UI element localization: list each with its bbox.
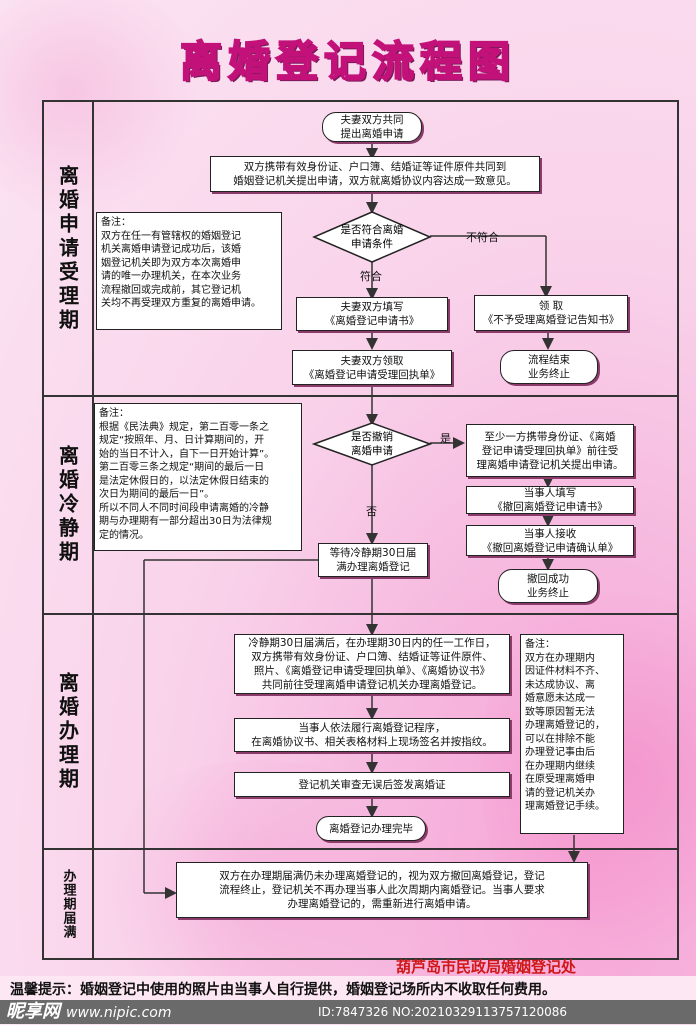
expiry-step: 双方在办理期届满仍未办理离婚登记的，视为双方撤回离婚登记，登记 流程终止，登记机… bbox=[176, 862, 588, 918]
wait-cooling-period-step: 等待冷静期30日届 满办理离婚登记 bbox=[318, 543, 428, 577]
phase-label-expiry: 办理期届满 bbox=[60, 869, 76, 939]
watermark-url: www.nipic.com bbox=[66, 1005, 172, 1021]
start-node: 夫妻双方共同 提出离婚申请 bbox=[322, 112, 422, 142]
note-cooling-period: 备注： 根据《民法典》规定，第二百零一条之 规定“按照年、月、日计算期间的，开 … bbox=[94, 403, 302, 551]
eligibility-decision bbox=[312, 211, 432, 263]
withdraw-decision-label: 是否撤销 离婚申请 bbox=[351, 431, 393, 457]
issue-certificate-step: 登记机关审查无误后签发离婚证 bbox=[234, 772, 510, 797]
organization-name: 葫芦岛市民政局婚姻登记处 bbox=[396, 958, 577, 976]
legal-procedure-step: 当事人依法履行离婚登记程序， 在离婚协议书、相关表格材料上现场签名并按指纹。 bbox=[234, 718, 510, 752]
note-handling-period: 备注： 双方在办理期内 因证件材料不齐、 未达成协议、离 婚意愿未达成一 致等原… bbox=[520, 634, 624, 834]
withdraw-confirm-step: 当事人接收 《撤回离婚登记申请确认单》 bbox=[466, 525, 634, 556]
withdraw-application-step: 至少一方携带身份证、《离婚 登记申请受理回执单》前往受 理离婚申请登记机关提出申… bbox=[466, 424, 634, 477]
watermark-logo: 昵享网 bbox=[6, 1001, 60, 1022]
flow-frame bbox=[42, 100, 679, 960]
handle-registration-step: 冷静期30日届满后，在办理期30日内的任一工作日， 双方携带有效身份证、户口簿、… bbox=[234, 634, 510, 694]
watermark-bar: 昵享网 www.nipic.com ID:7847326 NO:202103291… bbox=[0, 1000, 696, 1024]
phase-separator bbox=[42, 848, 679, 850]
submit-application-step: 双方携带有效身份证、户口簿、结婚证等证件原件共同到 婚姻登记机关提出申请，双方就… bbox=[210, 156, 540, 192]
withdraw-decision bbox=[312, 422, 432, 466]
registration-complete-node: 离婚登记办理完毕 bbox=[316, 816, 426, 841]
match-label: 符合 bbox=[360, 270, 382, 283]
no-label: 否 bbox=[366, 505, 377, 518]
no-match-label: 不符合 bbox=[466, 231, 499, 244]
phase-label-cooling: 离婚冷静期 bbox=[55, 445, 80, 565]
receive-rejection-notice-step: 领 取 《不予受理离婚登记告知书》 bbox=[474, 295, 628, 331]
eligibility-decision-label: 是否符合离婚 申请条件 bbox=[340, 224, 404, 250]
process-end-node: 流程结束 业务终止 bbox=[500, 350, 598, 384]
page-title: 离婚登记流程图 bbox=[179, 36, 516, 87]
phase-separator bbox=[42, 613, 679, 615]
warm-tip: 温馨提示：婚姻登记中使用的照片由当事人自行提供，婚姻登记场所内不收取任何费用。 bbox=[0, 976, 696, 1004]
receive-receipt-step: 夫妻双方领取 《离婚登记申请受理回执单》 bbox=[292, 350, 452, 385]
note-application: 备注： 双方在任一有管辖权的婚姻登记 机关离婚申请登记成功后，该婚 姻登记机关即… bbox=[96, 212, 282, 330]
phase-divider bbox=[92, 100, 94, 960]
fill-application-form-step: 夫妻双方填写 《离婚登记申请书》 bbox=[296, 297, 448, 331]
yes-label: 是 bbox=[440, 432, 451, 445]
phase-label-handling: 离婚办理期 bbox=[55, 671, 80, 792]
phase-label-application: 离婚申请受理期 bbox=[55, 164, 80, 333]
withdraw-success-node: 撤回成功 业务终止 bbox=[498, 569, 598, 603]
withdraw-fill-form-step: 当事人填写 《撤回离婚登记申请书》 bbox=[466, 486, 634, 514]
phase-separator bbox=[42, 395, 679, 397]
watermark-code: ID:7847326 NO:20210329113757120086 bbox=[318, 1005, 568, 1019]
